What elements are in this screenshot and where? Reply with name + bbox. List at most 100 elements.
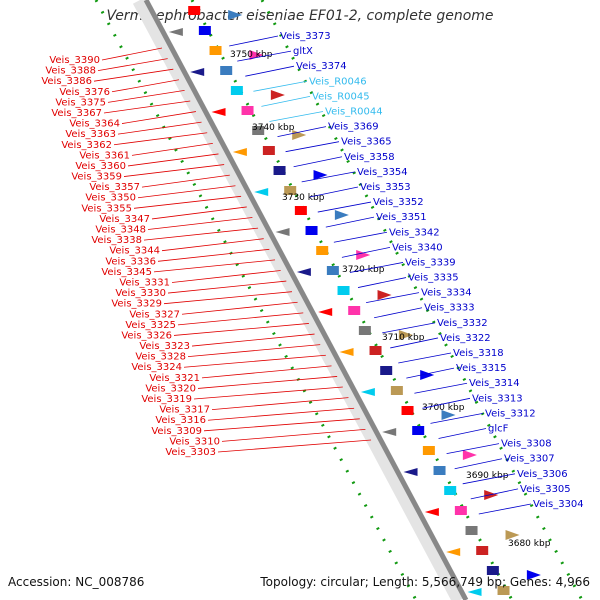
gene-block bbox=[401, 406, 414, 415]
kbp-tick-label: 3750 kbp bbox=[230, 50, 273, 60]
right-leader-line bbox=[229, 35, 279, 47]
left-leader-line bbox=[147, 217, 253, 230]
backbone-shadow bbox=[132, 0, 468, 600]
gene-arrow bbox=[360, 388, 375, 396]
right-gene-label: Veis_3306 bbox=[517, 469, 568, 480]
left-leader-line bbox=[97, 58, 168, 71]
gene-block bbox=[380, 366, 393, 375]
right-gene-label: Veis_3340 bbox=[392, 242, 443, 253]
right-gene-label: Veis_3313 bbox=[472, 393, 523, 404]
left-leader-line bbox=[193, 386, 343, 400]
right-leader-line bbox=[245, 65, 295, 77]
gene-arrow bbox=[313, 170, 328, 180]
gene-arrow bbox=[334, 210, 349, 220]
left-leader-line bbox=[161, 238, 264, 252]
gene-arrow bbox=[275, 228, 290, 236]
right-leader-line bbox=[406, 367, 455, 379]
kbp-tick-label: 3700 kbp bbox=[422, 403, 465, 413]
right-leader-line bbox=[309, 186, 359, 198]
left-leader-line bbox=[103, 100, 191, 114]
right-leader-line bbox=[293, 156, 343, 168]
left-leader-line bbox=[111, 79, 180, 93]
gene-block bbox=[305, 226, 318, 235]
gene-block bbox=[358, 326, 371, 335]
gene-block bbox=[433, 466, 446, 475]
gene-block bbox=[337, 286, 350, 295]
left-leader-line bbox=[217, 439, 372, 453]
left-leader-line bbox=[201, 365, 332, 379]
left-gene-label: Veis_3321 bbox=[149, 373, 200, 384]
left-gene-label: Veis_3376 bbox=[59, 87, 110, 98]
right-leader-line bbox=[333, 231, 388, 243]
gene-block bbox=[476, 546, 489, 555]
right-gene-label: Veis_3352 bbox=[373, 197, 424, 208]
gene-arrow bbox=[168, 28, 183, 36]
right-gene-label: Veis_3312 bbox=[485, 408, 536, 419]
left-gene-label: Veis_3357 bbox=[89, 182, 140, 193]
right-leader-line bbox=[462, 473, 516, 485]
left-gene-label: Veis_3345 bbox=[101, 267, 152, 278]
left-gene-label: Veis_3326 bbox=[121, 330, 172, 341]
left-leader-line bbox=[107, 89, 185, 103]
gene-arrow bbox=[526, 570, 541, 580]
right-gene-label: Veis_3351 bbox=[376, 212, 427, 223]
left-gene-label: Veis_3359 bbox=[71, 172, 122, 183]
gene-block bbox=[230, 86, 243, 95]
gene-arrow bbox=[467, 588, 482, 596]
right-leader-line bbox=[398, 352, 452, 364]
left-gene-label: Veis_3362 bbox=[61, 140, 112, 151]
right-leader-line bbox=[237, 50, 292, 62]
left-leader-line bbox=[207, 407, 355, 421]
genome-backbone bbox=[143, 0, 469, 600]
left-leader-line bbox=[191, 333, 315, 347]
left-leader-line bbox=[137, 185, 236, 199]
gene-block bbox=[444, 486, 457, 495]
right-gene-label: Veis_3314 bbox=[469, 378, 520, 389]
gene-block bbox=[273, 166, 286, 175]
right-gene-label: Veis_3369 bbox=[328, 122, 379, 133]
left-gene-label: Veis_3338 bbox=[91, 235, 142, 246]
left-gene-label: Veis_3361 bbox=[79, 150, 130, 161]
right-leader-line bbox=[446, 443, 500, 455]
right-gene-label: Veis_3365 bbox=[341, 137, 392, 148]
left-gene-label: Veis_3323 bbox=[139, 341, 190, 352]
genome-stats-text: Topology: circular; Length: 5,566,749 bp… bbox=[260, 575, 590, 589]
left-gene-label: Veis_3355 bbox=[81, 203, 132, 214]
gene-arrow bbox=[377, 290, 392, 300]
kbp-tick-label: 3690 kbp bbox=[466, 471, 509, 481]
left-leader-line bbox=[143, 227, 259, 241]
gene-arrow bbox=[211, 108, 226, 116]
left-gene-label: Veis_3386 bbox=[41, 76, 92, 87]
gene-arrow bbox=[424, 508, 439, 516]
left-leader-line bbox=[163, 291, 292, 305]
right-leader-line bbox=[438, 428, 487, 439]
kbp-tick-label: 3740 kbp bbox=[252, 123, 295, 133]
right-gene-label: gltX bbox=[293, 46, 313, 57]
left-gene-label: Veis_3327 bbox=[129, 309, 180, 320]
gene-arrow bbox=[249, 50, 264, 60]
right-gene-label: Veis_3354 bbox=[357, 167, 408, 178]
gene-block bbox=[454, 506, 467, 515]
gene-arrow bbox=[318, 308, 333, 316]
right-leader-line bbox=[414, 382, 468, 394]
gene-arrow bbox=[339, 348, 354, 356]
left-leader-line bbox=[167, 280, 287, 294]
right-leader-line bbox=[285, 141, 340, 153]
left-leader-line bbox=[131, 142, 213, 156]
right-gene-label: Veis_R0045 bbox=[312, 91, 370, 102]
right-gene-label: Veis_3333 bbox=[424, 303, 475, 314]
right-gene-label: Veis_3339 bbox=[405, 257, 456, 268]
left-gene-label: Veis_3319 bbox=[141, 394, 192, 405]
right-gene-label: glcF bbox=[488, 424, 509, 435]
right-gene-label: Veis_3318 bbox=[453, 348, 504, 359]
right-leader-line bbox=[341, 246, 391, 258]
right-leader-line bbox=[277, 126, 327, 137]
left-gene-label: Veis_3367 bbox=[51, 108, 102, 119]
left-leader-line bbox=[211, 397, 349, 411]
gene-arrow bbox=[190, 68, 205, 76]
right-leader-line bbox=[430, 413, 484, 424]
gene-arrow bbox=[232, 148, 247, 156]
right-gene-label: Veis_3308 bbox=[501, 439, 552, 450]
